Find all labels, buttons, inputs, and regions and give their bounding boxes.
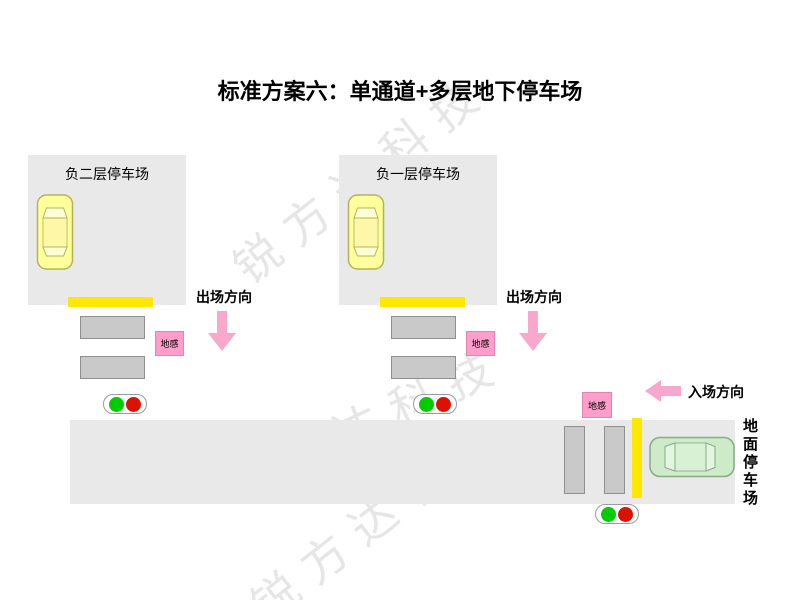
diagram-title: 标准方案六：单通道+多层地下停车场 — [217, 79, 583, 104]
red-light-icon — [436, 396, 451, 412]
entry-direction-label: 入场方向 — [688, 384, 744, 400]
car-icon-b2 — [36, 194, 74, 270]
traffic-light-b1 — [413, 394, 457, 414]
car-icon-b1 — [347, 194, 385, 270]
exit-arrow-down-icon-b2 — [208, 311, 236, 351]
parking-area-b2-label: 负二层停车场 — [65, 166, 149, 182]
barrier-gate-b2 — [68, 297, 153, 307]
entry-arrow-left-icon — [645, 380, 681, 402]
green-light-icon — [601, 506, 616, 522]
green-light-icon — [109, 396, 124, 412]
ground-sensor-b1: 地感 — [466, 331, 495, 356]
red-light-icon — [126, 396, 141, 412]
exit-direction-label-b2: 出场方向 — [196, 289, 252, 305]
traffic-light-entrance — [595, 504, 639, 524]
parking-area-b1-label: 负一层停车场 — [376, 166, 460, 182]
red-light-icon — [618, 506, 633, 522]
ground-sensor-b2: 地感 — [155, 331, 184, 356]
ground-sensor-entrance: 地感 — [582, 392, 612, 418]
car-icon-entrance — [649, 436, 735, 478]
gate-machine-entrance-right — [604, 426, 625, 494]
gate-machine-b1-bottom — [391, 356, 456, 379]
ground-parking-label: 地面停车场 — [741, 418, 758, 508]
barrier-gate-b1 — [380, 297, 465, 307]
green-light-icon — [419, 396, 434, 412]
traffic-light-b2 — [103, 394, 147, 414]
gate-machine-b2-top — [80, 316, 145, 339]
exit-arrow-down-icon-b1 — [519, 311, 547, 351]
barrier-gate-entrance — [632, 418, 642, 498]
gate-machine-entrance-left — [564, 426, 585, 494]
gate-machine-b2-bottom — [80, 356, 145, 379]
gate-machine-b1-top — [391, 316, 456, 339]
exit-direction-label-b1: 出场方向 — [506, 289, 562, 305]
